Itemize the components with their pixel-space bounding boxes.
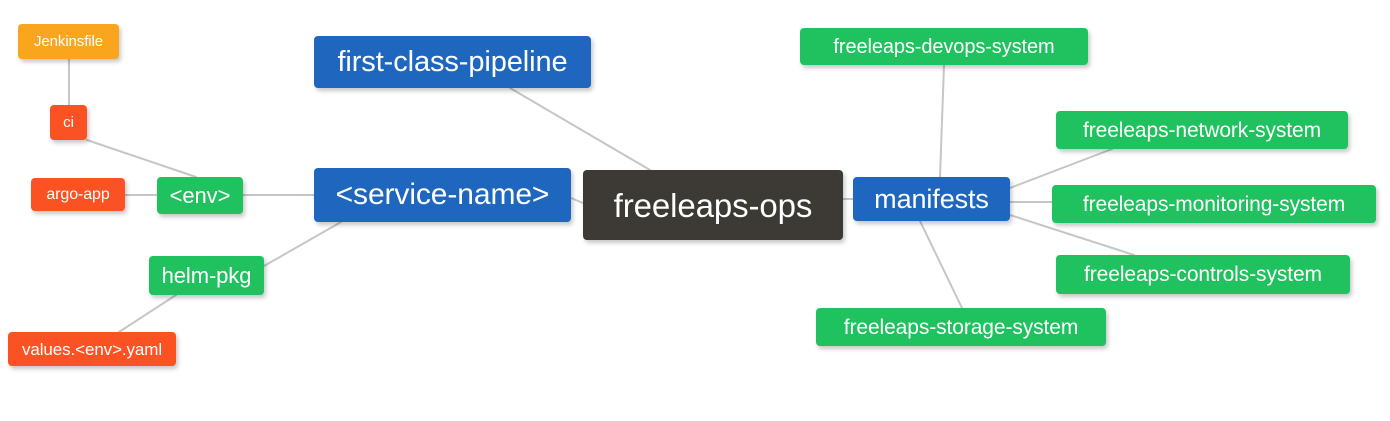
node-values-env-yaml[interactable]: values.<env>.yaml: [8, 332, 176, 366]
node-freeleaps-ops[interactable]: freeleaps-ops: [583, 170, 843, 240]
node-ci[interactable]: ci: [50, 105, 87, 140]
node-label-values-env-yaml: values.<env>.yaml: [21, 339, 163, 359]
edge-service-name-to-freeleaps-ops: [570, 197, 584, 204]
node-manifests[interactable]: manifests: [853, 177, 1010, 221]
node-freeleaps-controls-system[interactable]: freeleaps-controls-system: [1056, 255, 1350, 294]
node-label-freeleaps-storage-system: freeleaps-storage-system: [843, 315, 1079, 339]
node-label-freeleaps-ops: freeleaps-ops: [613, 186, 813, 224]
node-label-freeleaps-monitoring-system: freeleaps-monitoring-system: [1082, 192, 1346, 216]
node-label-first-class-pipeline: first-class-pipeline: [337, 45, 568, 78]
node-label-jenkinsfile: Jenkinsfile: [34, 33, 103, 50]
node-label-helm-pkg: helm-pkg: [161, 262, 252, 288]
node-freeleaps-network-system[interactable]: freeleaps-network-system: [1056, 111, 1348, 149]
node-freeleaps-monitoring-system[interactable]: freeleaps-monitoring-system: [1052, 185, 1376, 223]
node-label-freeleaps-devops-system: freeleaps-devops-system: [833, 35, 1055, 58]
node-freeleaps-devops-system[interactable]: freeleaps-devops-system: [800, 28, 1088, 65]
edge-first-class-pipeline-to-freeleaps-ops: [509, 87, 651, 171]
node-label-freeleaps-controls-system: freeleaps-controls-system: [1084, 263, 1322, 286]
node-freeleaps-storage-system[interactable]: freeleaps-storage-system: [816, 308, 1106, 346]
node-env[interactable]: <env>: [157, 177, 243, 214]
node-jenkinsfile[interactable]: Jenkinsfile: [18, 24, 119, 59]
node-first-class-pipeline[interactable]: first-class-pipeline: [314, 36, 591, 88]
edge-manifests-to-freeleaps-network-system: [1009, 148, 1113, 189]
node-label-freeleaps-network-system: freeleaps-network-system: [1082, 118, 1321, 142]
node-label-manifests: manifests: [874, 183, 989, 214]
node-label-service-name: <service-name>: [335, 178, 550, 211]
node-helm-pkg[interactable]: helm-pkg: [149, 256, 264, 295]
node-argo-app[interactable]: argo-app: [31, 178, 125, 211]
edge-manifests-to-freeleaps-storage-system: [919, 220, 963, 309]
node-label-argo-app: argo-app: [46, 185, 110, 203]
node-service-name[interactable]: <service-name>: [314, 168, 571, 222]
node-label-env: <env>: [169, 182, 231, 208]
node-label-ci: ci: [63, 114, 74, 131]
edge-helm-pkg-to-values-env-yaml: [118, 294, 177, 333]
edge-service-name-to-helm-pkg: [263, 221, 342, 267]
edge-ci-to-env: [86, 139, 197, 178]
edge-manifests-to-freeleaps-devops-system: [939, 64, 945, 178]
